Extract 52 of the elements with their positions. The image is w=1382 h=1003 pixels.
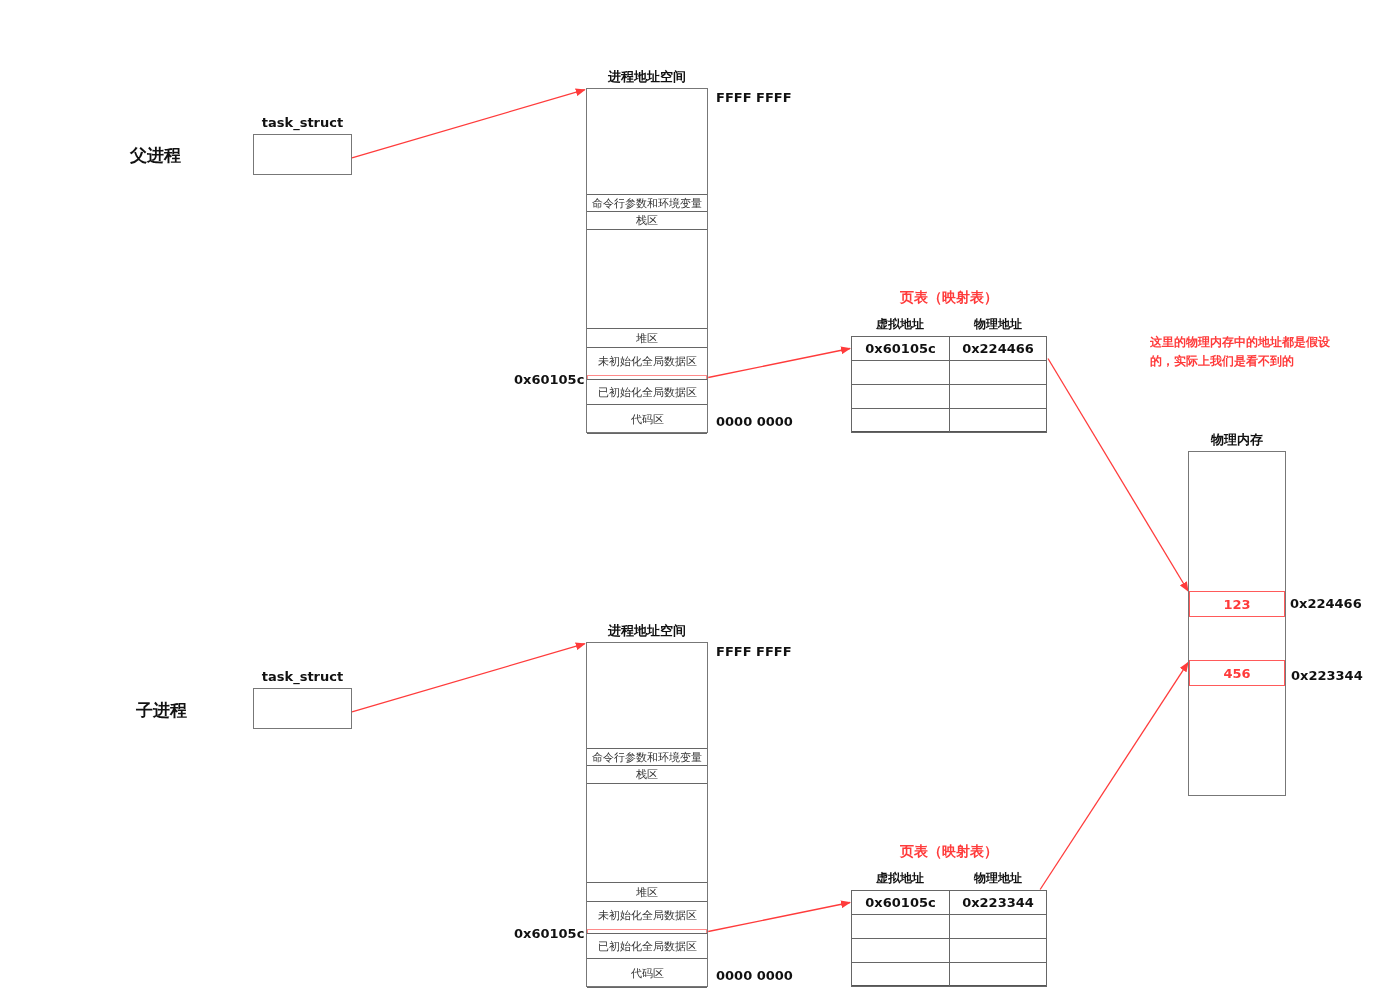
table-cell: 0x223344	[949, 890, 1047, 915]
arrow	[1039, 661, 1189, 891]
arrow	[351, 88, 586, 159]
address-label: 0x60105c	[514, 372, 585, 388]
memory-segment: 栈区	[587, 765, 707, 784]
highlight-row	[587, 929, 707, 934]
column-header: 虚拟地址	[875, 870, 925, 887]
column-header: 虚拟地址	[875, 316, 925, 333]
column-header: 物理地址	[973, 870, 1023, 887]
table-cell: 0x224466	[949, 336, 1047, 361]
arrow	[1047, 357, 1189, 592]
address-label: 0x223344	[1291, 668, 1363, 684]
memory-segment: 栈区	[587, 211, 707, 230]
table-cell: 0x60105c	[851, 336, 950, 361]
memory-segment: 堆区	[587, 882, 707, 902]
memory-segment: 命令行参数和环境变量	[587, 194, 707, 212]
memory-segment: 命令行参数和环境变量	[587, 748, 707, 766]
table-cell	[851, 408, 950, 433]
box-heading: 物理内存	[1210, 431, 1264, 449]
memory-cell: 123	[1189, 591, 1285, 617]
highlight-row	[587, 375, 707, 380]
address-label: 0000 0000	[716, 968, 793, 984]
column-header: 物理地址	[973, 316, 1023, 333]
table-cell: 0x60105c	[851, 890, 950, 915]
table-title: 页表（映射表）	[899, 288, 999, 306]
arrow	[707, 346, 851, 379]
box-heading: 进程地址空间	[607, 68, 687, 86]
memory-segment: 未初始化全局数据区	[587, 901, 707, 930]
box-heading: task_struct	[260, 114, 345, 132]
address-label: FFFF FFFF	[716, 90, 792, 106]
memory-segment: 堆区	[587, 328, 707, 348]
memory-segment: 未初始化全局数据区	[587, 347, 707, 376]
table-cell	[949, 408, 1047, 433]
box-heading: 进程地址空间	[607, 622, 687, 640]
address-label: 0x224466	[1290, 596, 1362, 612]
table-cell	[851, 962, 950, 987]
address-label: FFFF FFFF	[716, 644, 792, 660]
box-heading: task_struct	[260, 668, 345, 686]
arrow	[707, 900, 851, 933]
memory-segment: 代码区	[587, 404, 707, 434]
address-label: 0x60105c	[514, 926, 585, 942]
memory-segment: 代码区	[587, 958, 707, 988]
memory-segment: 已初始化全局数据区	[587, 379, 707, 405]
memory-cell: 456	[1189, 660, 1285, 686]
arrow	[351, 642, 586, 713]
process-label: 父进程	[130, 146, 182, 165]
memory-segment: 已初始化全局数据区	[587, 933, 707, 959]
address-label: 0000 0000	[716, 414, 793, 430]
table-title: 页表（映射表）	[899, 842, 999, 860]
table-cell	[949, 962, 1047, 987]
process-label: 子进程	[136, 701, 188, 720]
note-text: 这里的物理内存中的地址都是假设的，实际上我们是看不到的	[1150, 334, 1331, 370]
